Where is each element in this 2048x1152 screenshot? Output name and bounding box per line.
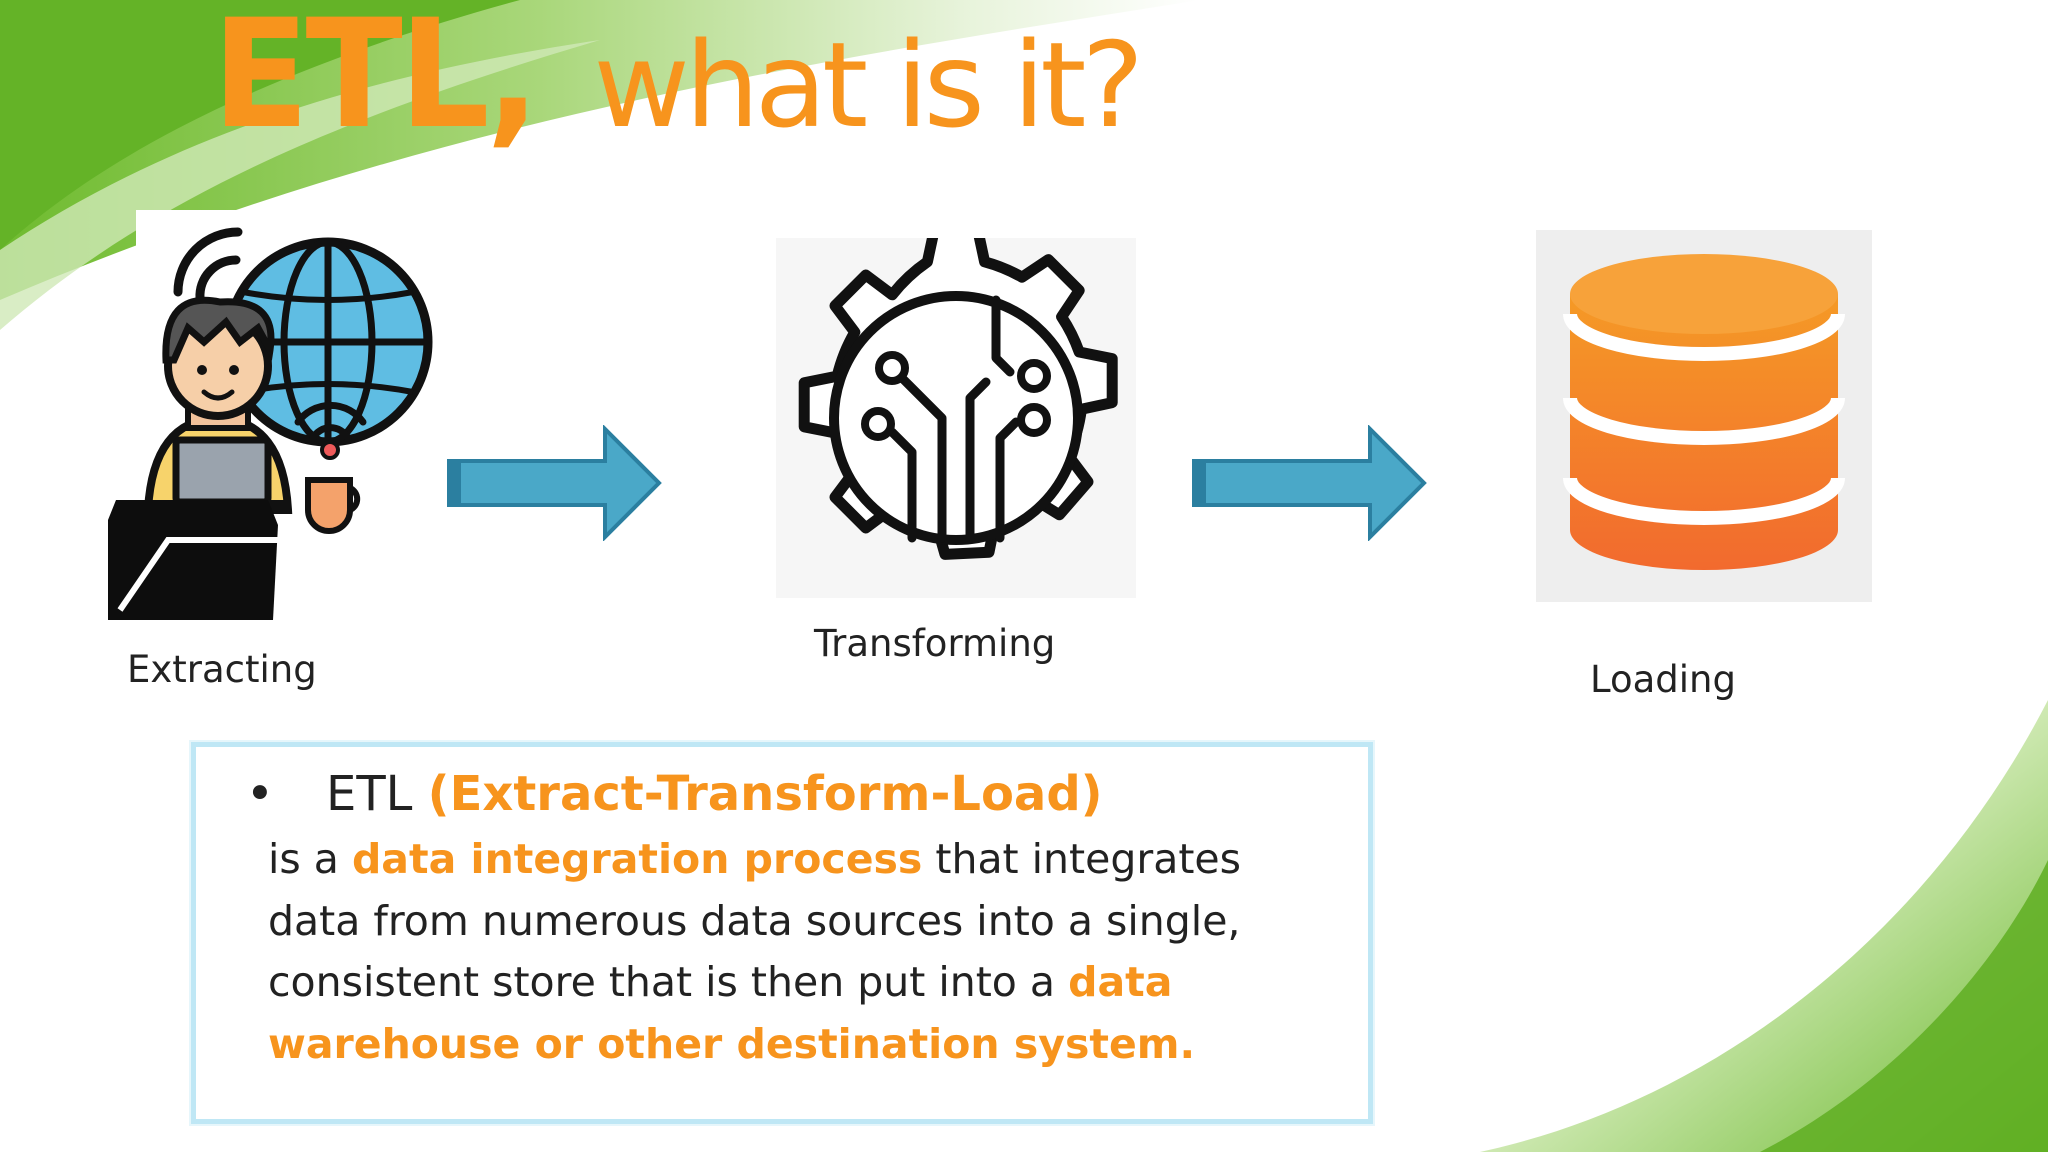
definition-expansion: (Extract-Transform-Load) [427,766,1103,822]
definition-term: ETL [326,766,413,822]
person-laptop-globe-icon [108,210,438,620]
title-sub: what is it? [593,16,1144,154]
definition-heading: • ETL (Extract-Transform-Load) [196,759,1328,829]
stage-label-loading: Loading [1590,658,1736,701]
definition-highlight-1: data integration process [351,835,923,883]
arrow-extract-to-transform [447,425,662,541]
database-icon [1536,230,1872,602]
definition-body: is a data integration process that integ… [268,829,1328,1075]
definition-box: • ETL (Extract-Transform-Load) is a data … [191,742,1373,1124]
definition-text-1: is a [268,835,352,883]
stage-label-transforming: Transforming [814,622,1056,665]
stage-label-extracting: Extracting [127,648,317,691]
page-title: ETL, what is it? [212,0,1144,162]
gear-circuit-icon [776,238,1136,598]
title-main: ETL, [212,0,540,162]
bullet-marker: • [245,766,274,822]
definition-text-2: that integrates data from numerous data … [268,835,1242,1006]
definition-highlight-2: data warehouse or other destination syst… [268,958,1196,1068]
arrow-transform-to-load [1192,425,1427,541]
